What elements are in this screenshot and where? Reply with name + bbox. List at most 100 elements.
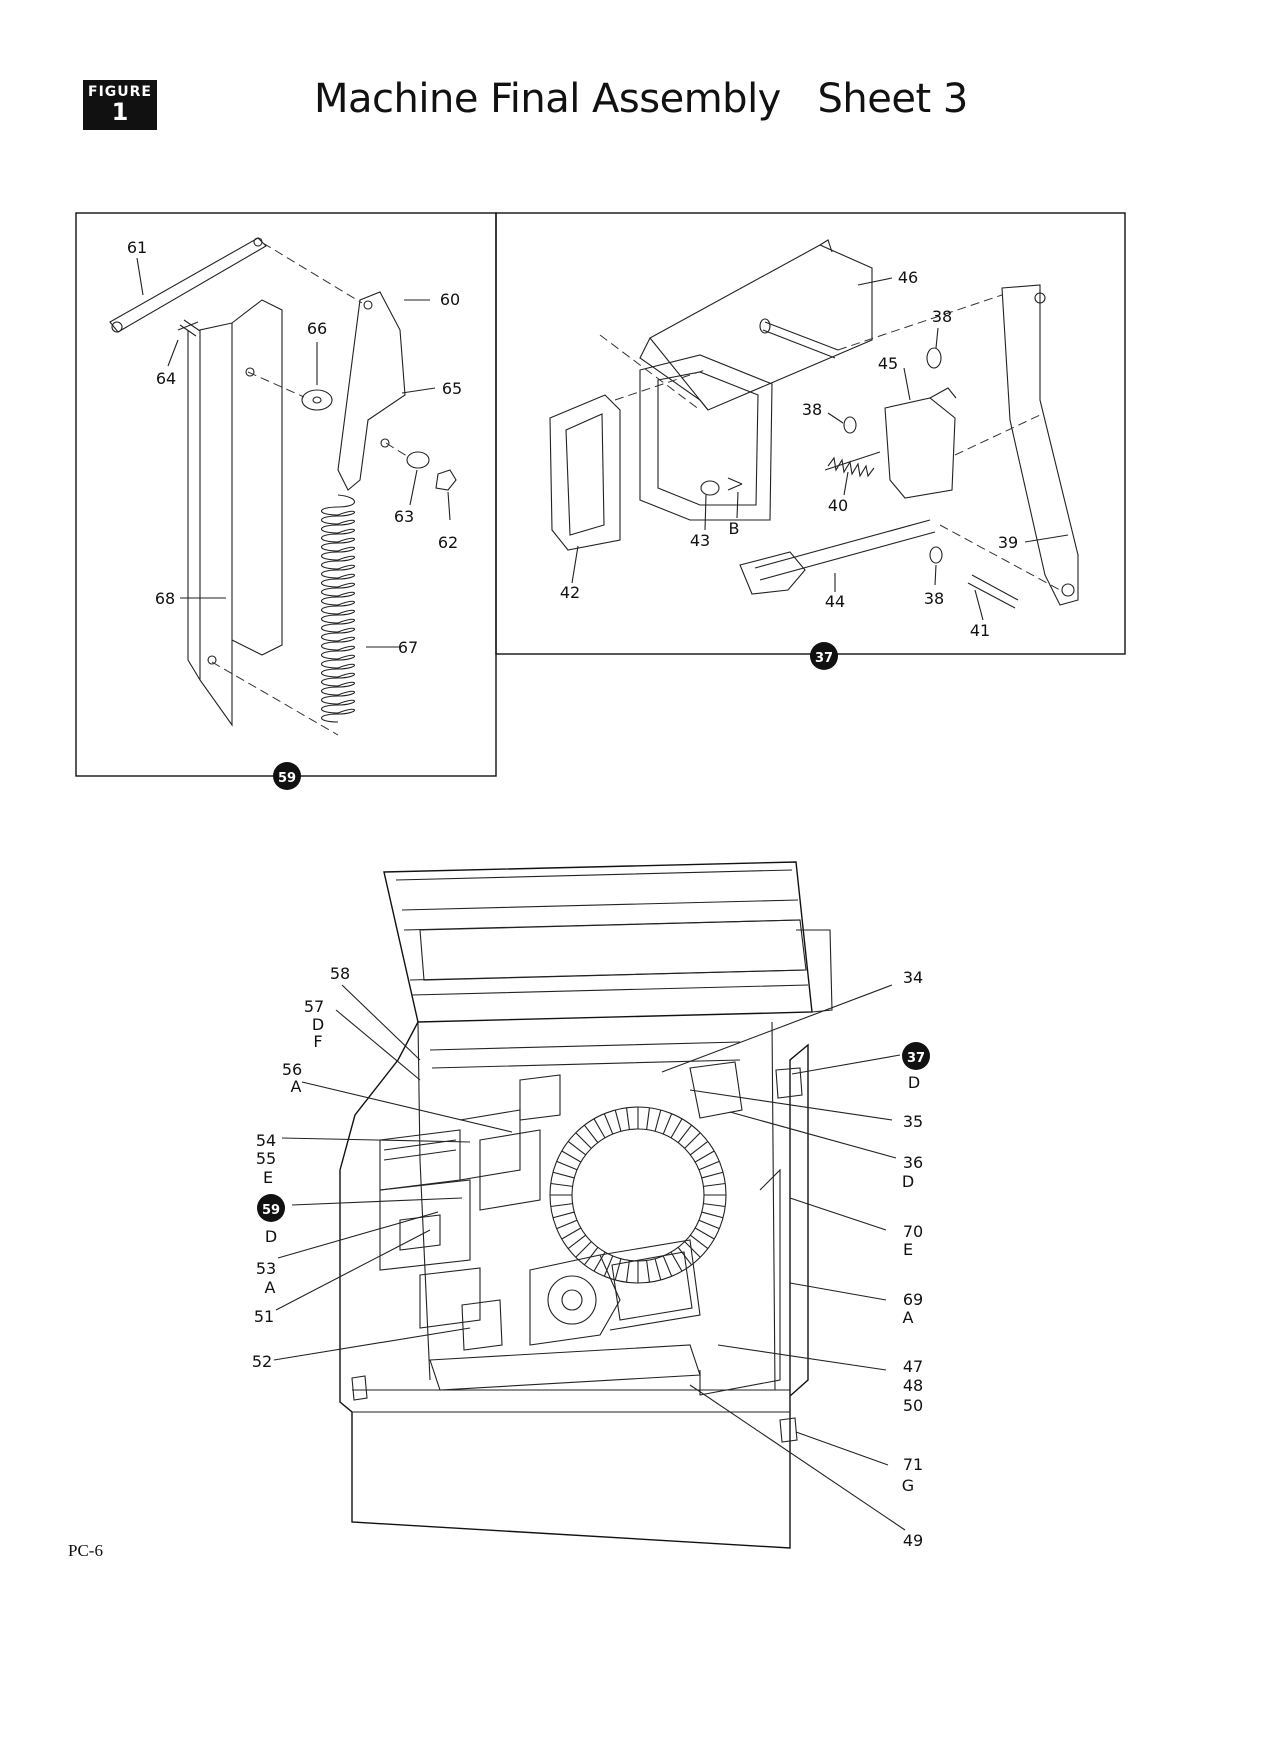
- fan-fin: [556, 1219, 578, 1230]
- callout-55-E: E: [263, 1168, 273, 1187]
- callout-56: 56: [282, 1060, 302, 1079]
- fan-fin: [703, 1182, 726, 1187]
- callout-40: 40: [828, 496, 848, 515]
- fan-fin: [550, 1182, 573, 1187]
- fan-fin: [690, 1140, 709, 1156]
- fan-fin: [670, 1118, 683, 1139]
- ref-37-main-marker: 37: [902, 1042, 930, 1070]
- fan-fin: [556, 1160, 578, 1171]
- callout-47: 47: [903, 1357, 923, 1376]
- fan-fin: [575, 1241, 592, 1258]
- callouts-main-left: 58 57 D F 56 A 54 55 E 53 A 51 52: [252, 964, 350, 1371]
- callout-57-F: F: [313, 1032, 322, 1051]
- fan-fin: [567, 1234, 586, 1250]
- callout-56-A: A: [291, 1077, 302, 1096]
- callout-46: 46: [898, 268, 918, 287]
- callout-41: 41: [970, 621, 990, 640]
- page-title: Machine Final Assembly Sheet 3: [314, 76, 968, 122]
- fan-fin: [567, 1140, 586, 1156]
- fan-fin: [625, 1260, 630, 1283]
- ref-59-main-marker: 59 D: [257, 1194, 285, 1246]
- fan-fin: [583, 1247, 599, 1266]
- fan-fin: [684, 1132, 701, 1149]
- callout-67: 67: [398, 638, 418, 657]
- fan-fin: [575, 1132, 592, 1149]
- fan-fin: [583, 1124, 599, 1143]
- fan-fin: [561, 1150, 582, 1163]
- callout-51: 51: [254, 1307, 274, 1326]
- fan-fin: [561, 1227, 582, 1240]
- callout-58: 58: [330, 964, 350, 983]
- callout-42: 42: [560, 583, 580, 602]
- main-cabinet-view: [273, 861, 906, 1549]
- fan-fin: [662, 1113, 673, 1135]
- ref-59-main-label: 59: [262, 1203, 280, 1218]
- callout-49: 49: [903, 1531, 923, 1550]
- callout-54: 54: [256, 1131, 276, 1150]
- callout-34: 34: [903, 968, 923, 987]
- callout-64: 64: [156, 369, 176, 388]
- fan-fin: [614, 1258, 622, 1281]
- callout-66: 66: [307, 319, 327, 338]
- fan-fin: [684, 1241, 701, 1258]
- spring-67: [320, 494, 356, 723]
- fan-fin: [703, 1203, 726, 1208]
- callout-44: 44: [825, 592, 845, 611]
- callout-57-D: D: [312, 1015, 324, 1034]
- callout-35: 35: [903, 1112, 923, 1131]
- fan-fin: [677, 1124, 693, 1143]
- fan-fin: [550, 1203, 573, 1208]
- callout-38-top: 38: [932, 307, 952, 326]
- fan-fin: [603, 1255, 614, 1277]
- callout-63: 63: [394, 507, 414, 526]
- callout-69: 69: [903, 1290, 923, 1309]
- callout-36: 36: [903, 1153, 923, 1172]
- callout-71-G: G: [902, 1476, 914, 1495]
- fan-fin: [654, 1258, 662, 1281]
- fan-fin: [701, 1171, 724, 1179]
- callout-38-mid: 38: [802, 400, 822, 419]
- fan-fin: [646, 1107, 651, 1130]
- callout-48: 48: [903, 1376, 923, 1395]
- callout-36-D: D: [902, 1172, 914, 1191]
- callout-57: 57: [304, 997, 324, 1016]
- ref-37-marker: 37: [810, 642, 838, 670]
- callout-61: 61: [127, 238, 147, 257]
- callout-62: 62: [438, 533, 458, 552]
- fan-fin: [552, 1171, 575, 1179]
- fan-fin: [654, 1109, 662, 1132]
- callout-59-D: D: [265, 1227, 277, 1246]
- callout-71: 71: [903, 1455, 923, 1474]
- callout-65: 65: [442, 379, 462, 398]
- figure-badge-number: 1: [111, 98, 129, 126]
- fan-fin: [694, 1227, 715, 1240]
- fan-fin: [614, 1109, 622, 1132]
- detail-59-panel: [75, 212, 497, 777]
- fan-fin: [662, 1255, 673, 1277]
- callout-B: B: [729, 519, 740, 538]
- fan-fin: [694, 1150, 715, 1163]
- callouts-main-right: 34 D 35 36 D 70 E 69 A 47 48 50 71 G 49: [902, 968, 923, 1550]
- callout-43: 43: [690, 531, 710, 550]
- blower-fan: [549, 1106, 727, 1284]
- fan-fin: [646, 1260, 651, 1283]
- callout-39: 39: [998, 533, 1018, 552]
- callout-70: 70: [903, 1222, 923, 1241]
- callout-53-A: A: [265, 1278, 276, 1297]
- ref-37-label: 37: [815, 651, 833, 666]
- callout-60: 60: [440, 290, 460, 309]
- detail-37-panel: [495, 212, 1126, 655]
- fan-fin: [603, 1113, 614, 1135]
- callout-68: 68: [155, 589, 175, 608]
- callout-45: 45: [878, 354, 898, 373]
- fan-fin: [552, 1211, 575, 1219]
- callout-55: 55: [256, 1149, 276, 1168]
- fan-fin: [593, 1251, 606, 1272]
- figure-badge-word: FIGURE: [88, 84, 152, 100]
- callouts-detail-59: 61 64 66 60 65 63 62 68 67: [127, 238, 462, 657]
- fan-fin: [701, 1211, 724, 1219]
- figure-badge: FIGURE 1: [83, 80, 157, 130]
- fan-fin: [625, 1107, 630, 1130]
- fan-fin: [690, 1234, 709, 1250]
